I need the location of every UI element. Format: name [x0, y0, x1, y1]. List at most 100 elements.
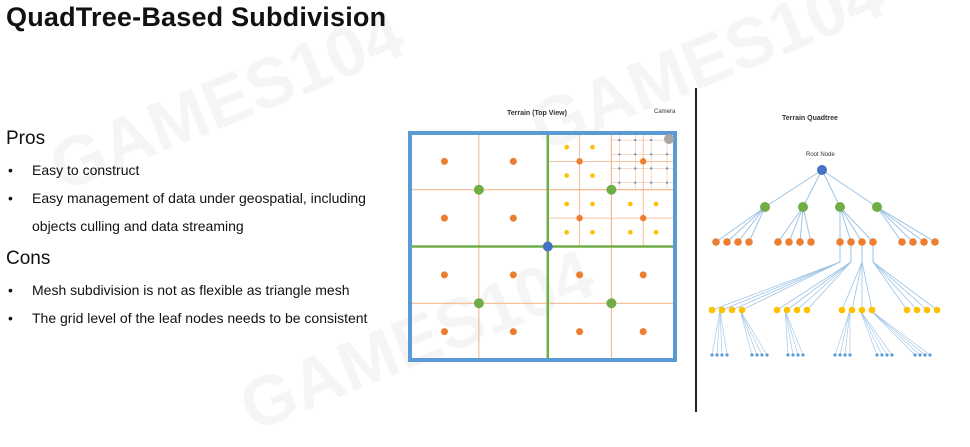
tree-level3-node — [793, 306, 801, 314]
terrain-top-view-diagram — [408, 131, 677, 362]
tree-edge — [726, 206, 766, 243]
tree-edge — [851, 242, 863, 311]
terrain-node-dot — [665, 153, 669, 156]
tree-level2-node — [920, 238, 928, 246]
tree-level4-node — [923, 353, 927, 357]
figure-divider — [695, 88, 697, 412]
tree-level3-node — [838, 306, 846, 314]
tree-level3-node — [923, 306, 931, 314]
camera-icon — [664, 134, 674, 144]
tree-edge — [869, 309, 931, 356]
pros-item: Easy management of data under geospatial… — [6, 184, 396, 240]
terrain-node-dot — [440, 157, 448, 165]
tree-level3-node — [933, 306, 941, 314]
terrain-node-dot — [590, 144, 595, 150]
pros-list: Easy to construct Easy management of dat… — [6, 156, 396, 240]
tree-edge — [869, 309, 916, 356]
tree-level2-node — [785, 238, 793, 246]
tree-edge — [784, 309, 794, 356]
tree-edge — [859, 309, 878, 356]
terrain-node-dot — [628, 201, 633, 207]
terrain-node-dot — [440, 271, 448, 279]
tree-edge — [739, 309, 768, 356]
root-node-label: Root Node — [806, 152, 835, 158]
tree-level4-node — [928, 353, 932, 357]
tree-edge — [739, 309, 753, 356]
quadrant-center-dot — [473, 184, 484, 195]
camera-label: Camera — [654, 109, 676, 115]
tree-level4-node — [755, 353, 759, 357]
tree-level4-node — [750, 353, 754, 357]
tree-edge — [799, 206, 804, 243]
tree-edge — [821, 169, 841, 208]
tree-level4-node — [791, 353, 795, 357]
quadrant-center-dot — [473, 298, 484, 309]
tree-edge — [786, 242, 852, 311]
cons-item: Mesh subdivision is not as flexible as t… — [6, 276, 391, 304]
terrain-node-dot — [640, 158, 647, 165]
terrain-node-dot — [509, 157, 517, 165]
terrain-node-dot — [509, 271, 517, 279]
terrain-node-dot — [590, 230, 595, 235]
tree-level4-node — [880, 353, 884, 357]
terrain-node-dot — [634, 167, 637, 170]
tree-edge — [821, 169, 878, 208]
terrain-node-dot — [618, 153, 621, 156]
terrain-node-dot — [576, 214, 583, 222]
tree-edge — [715, 206, 766, 243]
tree-level1-node — [835, 202, 845, 212]
tree-level4-node — [890, 353, 894, 357]
terrain-node-dot — [576, 158, 583, 165]
tree-edge — [711, 242, 841, 311]
terrain-node-dot — [665, 181, 669, 184]
terrain-node-dot — [628, 230, 633, 235]
tree-edge — [802, 206, 812, 243]
terrain-node-dot — [634, 181, 637, 184]
tree-level4-node — [913, 353, 917, 357]
terrain-node-dot — [440, 328, 448, 336]
terrain-node-dot — [618, 181, 621, 184]
tree-level2-node — [931, 238, 939, 246]
tree-edge — [859, 309, 883, 356]
terrain-node-dot — [649, 181, 653, 184]
tree-level3-node — [773, 306, 781, 314]
tree-level2-node — [858, 238, 866, 246]
terrain-node-dot — [618, 138, 621, 142]
pros-item: Easy to construct — [6, 156, 396, 184]
tree-edge — [872, 242, 938, 311]
tree-level4-node — [848, 353, 852, 357]
tree-edge — [741, 242, 841, 311]
terrain-node-dot — [564, 201, 569, 207]
tree-root-node — [817, 165, 827, 175]
tree-edge — [719, 309, 728, 356]
tree-level4-node — [843, 353, 847, 357]
tree-level2-node — [847, 238, 855, 246]
tree-edge — [806, 242, 852, 311]
terrain-node-dot — [649, 167, 653, 170]
quadrant-center-dot — [606, 184, 617, 195]
tree-level4-node — [720, 353, 724, 357]
tree-figure-title: Terrain Quadtree — [782, 115, 838, 122]
tree-edge — [839, 206, 863, 243]
tree-edge — [876, 206, 914, 243]
tree-edge — [876, 206, 925, 243]
pros-heading: Pros — [6, 128, 46, 149]
terrain-node-dot — [649, 153, 653, 156]
tree-edge — [869, 309, 921, 356]
tree-level4-node — [765, 353, 769, 357]
quadrant-center-dot — [606, 298, 617, 309]
tree-level2-node — [745, 238, 753, 246]
terrain-node-dot — [639, 271, 647, 279]
tree-level4-node — [786, 353, 790, 357]
terrain-border — [408, 131, 677, 362]
tree-level4-node — [796, 353, 800, 357]
tree-level4-node — [710, 353, 714, 357]
tree-level3-node — [708, 306, 716, 314]
tree-edge — [872, 242, 918, 311]
tree-edge — [777, 206, 804, 243]
tree-level2-node — [869, 238, 877, 246]
tree-edge — [739, 309, 763, 356]
tree-level4-node — [918, 353, 922, 357]
tree-level3-node — [783, 306, 791, 314]
terrain-node-dot — [634, 138, 637, 142]
